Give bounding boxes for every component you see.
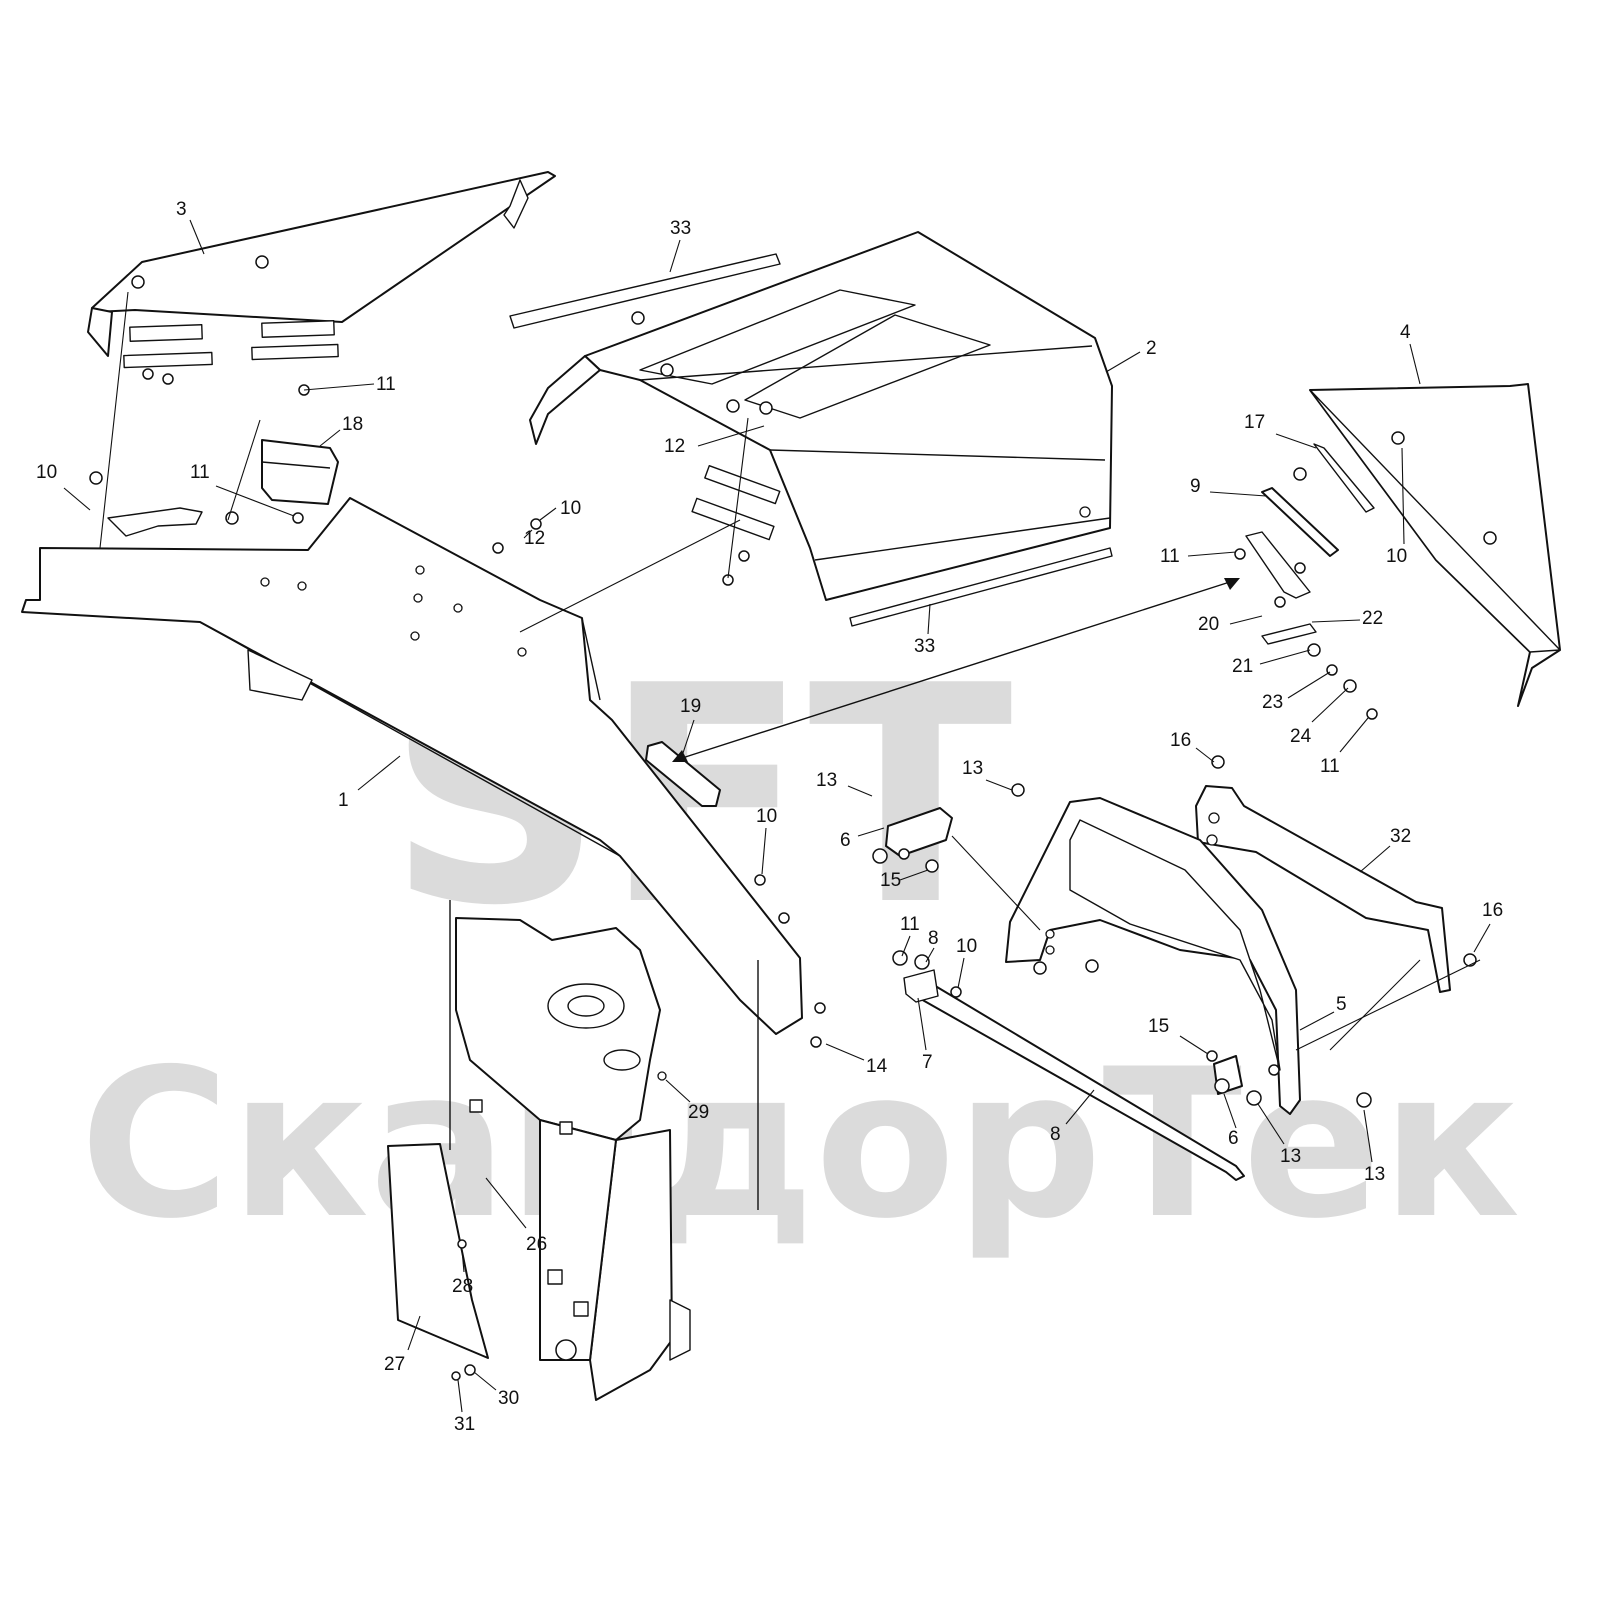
part-19-strap <box>645 741 721 807</box>
callout-label: 28 <box>452 1276 473 1297</box>
small-brackets <box>872 783 1372 1108</box>
watermark-company-name: СкандорТек <box>80 1026 1521 1264</box>
callout-label: 4 <box>1400 322 1411 343</box>
callout-label: 31 <box>454 1414 475 1435</box>
callout-label: 11 <box>1320 756 1340 777</box>
callout-label: 16 <box>1170 730 1191 751</box>
callout-label: 30 <box>498 1388 519 1409</box>
callout-label: 10 <box>560 498 581 519</box>
callout-label: 8 <box>1050 1124 1061 1145</box>
callout-label: 18 <box>342 414 363 435</box>
watermark: SFT СкандорТек <box>80 622 1521 1264</box>
callout-label: 13 <box>816 770 837 791</box>
callout-label: 27 <box>384 1354 405 1375</box>
part-1-main-frame <box>21 497 826 1048</box>
callout-label: 24 <box>1290 726 1312 747</box>
callout-label: 5 <box>1336 994 1347 1015</box>
part-33-seal-strips <box>509 253 1113 627</box>
callout-label: 32 <box>1390 826 1411 847</box>
part-3-hood-panel <box>87 171 556 396</box>
part-4-right-panel <box>1309 383 1561 707</box>
callout-label: 8 <box>928 928 939 949</box>
callout-label: 20 <box>1198 614 1219 635</box>
callouts: 1 2 3 4 5 6 6 7 8 8 9 10 10 10 10 10 11 <box>36 199 1503 1435</box>
callout-label: 22 <box>1362 608 1383 629</box>
callout-label: 6 <box>1228 1128 1239 1149</box>
callout-label: 10 <box>1386 546 1407 567</box>
callout-label: 16 <box>1482 900 1503 921</box>
callout-label: 15 <box>1148 1016 1169 1037</box>
callout-label: 12 <box>664 436 685 457</box>
callout-label: 10 <box>756 806 777 827</box>
callout-label: 7 <box>922 1052 933 1073</box>
callout-label: 2 <box>1146 338 1157 359</box>
callout-label: 6 <box>840 830 851 851</box>
callout-label: 12 <box>524 528 545 549</box>
callout-label: 17 <box>1244 412 1265 433</box>
part-5-fender-frame <box>1005 797 1301 1115</box>
callout-label: 13 <box>1364 1164 1385 1185</box>
callout-label: 9 <box>1190 476 1201 497</box>
callout-label: 15 <box>880 870 901 891</box>
callout-label: 11 <box>1160 546 1180 567</box>
hinge-assembly <box>1234 443 1378 720</box>
callout-label: 29 <box>688 1102 709 1123</box>
callout-label: 11 <box>190 462 210 483</box>
callout-label: 13 <box>1280 1146 1301 1167</box>
callout-label: 33 <box>914 636 935 657</box>
callout-label: 26 <box>526 1234 547 1255</box>
callout-label: 14 <box>866 1056 888 1077</box>
callout-label: 10 <box>956 936 977 957</box>
callout-label: 19 <box>680 696 701 717</box>
callout-label: 3 <box>176 199 187 220</box>
callout-label: 11 <box>900 914 920 935</box>
callout-label: 33 <box>670 218 691 239</box>
callout-label: 23 <box>1262 692 1283 713</box>
assembly-arrow <box>99 291 1481 1051</box>
callout-label: 11 <box>376 374 396 395</box>
callout-label: 10 <box>36 462 57 483</box>
part-8-tie-rod <box>892 950 1245 1181</box>
part-2-center-hood <box>529 231 1113 601</box>
callout-label: 13 <box>962 758 983 779</box>
lower-column-assembly <box>387 900 759 1401</box>
part-18-bracket <box>89 439 339 537</box>
callout-label: 21 <box>1232 656 1253 677</box>
callout-label: 1 <box>338 790 349 811</box>
